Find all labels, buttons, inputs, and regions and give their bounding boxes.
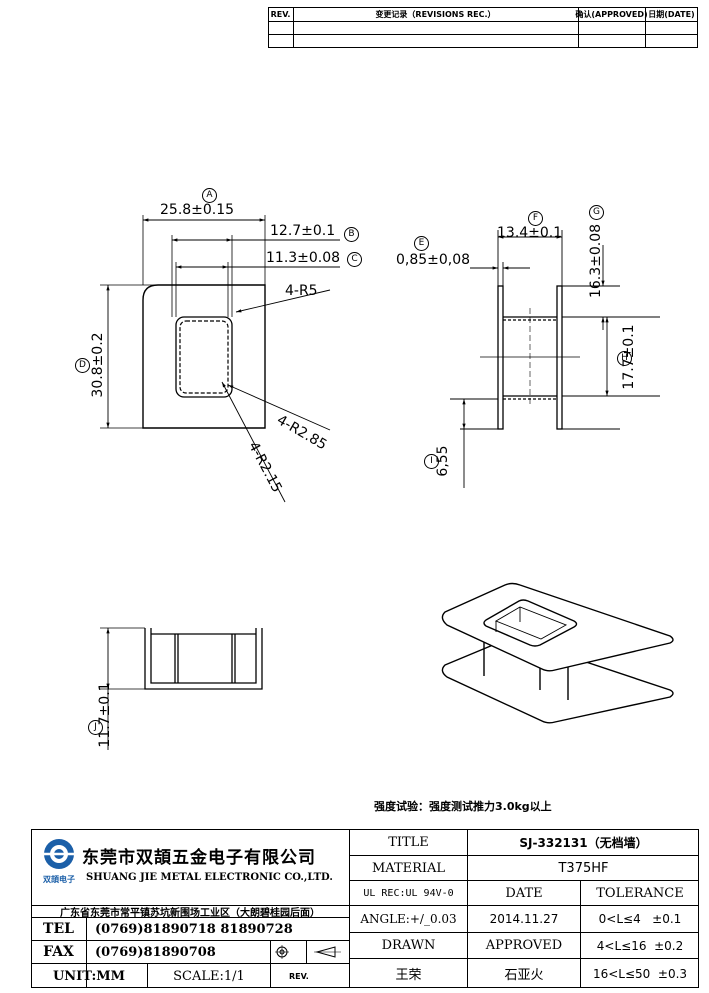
label-F: F	[528, 211, 543, 226]
tb-line	[31, 940, 349, 941]
rev-divider	[268, 21, 698, 22]
company-logo: 双頡电子	[38, 836, 80, 884]
rev-divider	[268, 34, 698, 35]
drawn-value: 王荣	[395, 968, 422, 983]
side-view	[480, 285, 580, 430]
tb-line	[580, 880, 581, 988]
tb-line	[349, 880, 699, 881]
approved-value: 石亚火	[504, 968, 544, 983]
tb-line	[306, 940, 307, 963]
tb-line	[467, 829, 468, 988]
rev-col-approved: 确认(APPROVED)	[575, 9, 648, 19]
dim-E: 0,85±0,08	[396, 252, 471, 268]
company-name-en: SHUANG JIE METAL ELECTRONIC CO.,LTD.	[86, 872, 333, 883]
label-C: C	[347, 252, 362, 267]
ul-rec: UL REC:UL 94V-0	[363, 887, 454, 899]
front-view-dimensions	[106, 218, 340, 503]
strength-note: 强度试验：强度测试推力3.0kg以上	[374, 800, 552, 813]
tb-line	[349, 932, 699, 933]
rev-col-records: 变更记录（REVISIONS REC.）	[375, 9, 496, 19]
tolerance-row-2: 4<L≤16 ±0.2	[596, 938, 684, 953]
projection-symbol-2	[307, 941, 349, 963]
dim-H: 17.7±0.1	[621, 324, 637, 390]
dim-C: 11.3±0.08	[266, 250, 341, 266]
tel-label: TEL	[43, 921, 74, 937]
material-label: MATERIAL	[371, 860, 446, 876]
tolerance-row-3: 16<L≤50 ±0.3	[592, 966, 688, 981]
note-r5: 4-R5	[285, 283, 318, 299]
dim-I: 6,55	[435, 445, 451, 477]
title-block	[31, 829, 699, 988]
rev-label: REV.	[289, 971, 309, 981]
dim-B: 12.7±0.1	[270, 223, 336, 239]
date-label: DATE	[505, 885, 543, 901]
dim-D: 30.8±0.2	[90, 332, 106, 398]
label-J: J	[88, 720, 103, 735]
company-address: 广东省东莞市常平镇苏坑新围场工业区（大朗碧桂园后面）	[60, 908, 320, 919]
tb-line	[349, 855, 699, 856]
unit-label: UNIT:MM	[52, 968, 126, 984]
label-A: A	[202, 188, 217, 203]
tel-value: (0769)81890718 81890728	[95, 921, 293, 937]
title-label: TITLE	[388, 834, 429, 850]
title-value: SJ-332131（无档墙）	[519, 835, 648, 850]
dim-A: 25.8±0.15	[160, 202, 235, 218]
fax-label: FAX	[43, 944, 74, 960]
dim-F: 13.4±0.1	[497, 225, 563, 241]
tolerance-row-1: 0<L≤4 ±0.1	[598, 912, 682, 926]
projection-symbol	[271, 941, 306, 963]
revision-table	[268, 7, 698, 48]
tolerance-label: TOLERANCE	[596, 885, 684, 901]
label-H: H	[617, 351, 632, 366]
date-value: 2014.11.27	[489, 912, 559, 926]
tb-line	[270, 940, 271, 988]
rev-col-date: 日期(DATE)	[648, 9, 695, 19]
tb-line	[31, 917, 349, 918]
front-view	[100, 215, 266, 429]
rev-divider	[645, 7, 646, 48]
logo-text: 双頡电子	[43, 875, 75, 884]
technical-drawing	[100, 215, 674, 750]
dim-J: 11.7±0.1	[97, 682, 113, 748]
projection-icon	[274, 945, 289, 959]
label-D: D	[75, 358, 90, 373]
material-value: T375HF	[558, 860, 609, 876]
drawn-label: DRAWN	[381, 938, 436, 953]
label-G: G	[589, 205, 604, 220]
logo-icon	[40, 839, 78, 869]
isometric-view	[441, 582, 674, 724]
label-I: I	[424, 454, 439, 469]
angle-value: ANGLE:+/_0.03	[360, 912, 457, 926]
projection-cone-icon	[314, 946, 341, 958]
fax-value: (0769)81890708	[95, 944, 216, 960]
tb-line	[349, 829, 350, 988]
side-view-dimensions	[450, 230, 660, 488]
rev-divider	[578, 7, 579, 48]
rev-divider	[293, 7, 294, 48]
company-name-cn: 东莞市双頡五金电子有限公司	[82, 848, 316, 868]
label-E: E	[414, 236, 429, 251]
approved-label: APPROVED	[485, 938, 563, 953]
dim-G: 16.3±0.08	[588, 223, 604, 299]
tb-line	[86, 917, 87, 988]
tb-line	[31, 963, 349, 964]
label-B: B	[344, 227, 359, 242]
tb-line	[349, 958, 699, 959]
tb-line	[31, 905, 699, 906]
scale-label: SCALE:1/1	[173, 968, 245, 984]
rev-col-rev: REV.	[270, 9, 291, 19]
bottom-view	[100, 627, 263, 690]
tb-line	[147, 963, 148, 988]
